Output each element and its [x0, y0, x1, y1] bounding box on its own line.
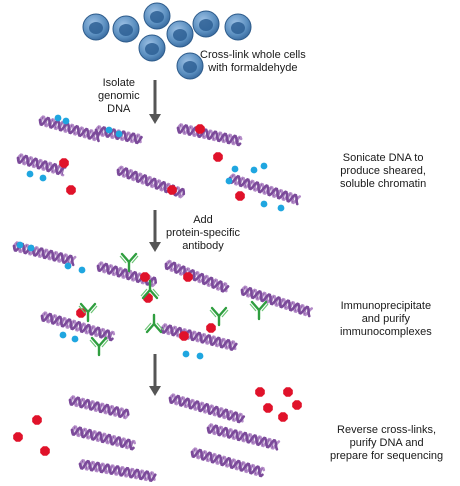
antibody-icon — [249, 300, 269, 321]
blue-protein-icon — [64, 262, 72, 270]
blue-protein-icon — [26, 170, 34, 178]
red-protein-icon — [140, 272, 150, 282]
blue-protein-icon — [182, 350, 190, 358]
blue-protein-icon — [115, 130, 123, 138]
dna-helix-icon — [12, 241, 77, 267]
dna-helix-icon — [68, 395, 130, 420]
blue-protein-icon — [59, 331, 67, 339]
blue-protein-icon — [225, 177, 233, 185]
dna-helix-icon — [168, 393, 246, 424]
dna-helix-icon — [38, 115, 102, 143]
dna-helix-icon — [190, 447, 266, 478]
antibody-icon — [119, 252, 139, 273]
blue-protein-icon — [16, 241, 24, 249]
red-protein-icon — [59, 158, 69, 168]
blue-protein-icon — [250, 166, 258, 174]
antibody-icon — [144, 313, 164, 334]
dna-helix-icon — [160, 323, 238, 351]
red-protein-icon — [235, 191, 245, 201]
red-protein-icon — [13, 432, 23, 442]
blue-protein-icon — [71, 335, 79, 343]
dna-helix-icon — [164, 259, 230, 293]
antibody-icon — [209, 306, 229, 327]
dna-helix-icon — [206, 423, 281, 451]
blue-protein-icon — [105, 126, 113, 134]
dna-helix-icon — [16, 153, 67, 177]
cell-icon — [112, 15, 140, 43]
down-arrow-icon — [149, 210, 161, 252]
blue-protein-icon — [260, 162, 268, 170]
cell-icon — [192, 10, 220, 38]
red-protein-icon — [213, 152, 223, 162]
dna-helix-icon — [228, 173, 302, 206]
antibody-icon — [140, 279, 160, 300]
blue-protein-icon — [39, 174, 47, 182]
dna-helix-icon — [240, 285, 314, 318]
blue-protein-icon — [62, 117, 70, 125]
blue-protein-icon — [277, 204, 285, 212]
red-protein-icon — [283, 387, 293, 397]
cell-icon — [166, 20, 194, 48]
antibody-icon — [89, 336, 109, 357]
blue-protein-icon — [54, 114, 62, 122]
blue-protein-icon — [27, 244, 35, 252]
cell-icon — [143, 2, 171, 30]
antibody-icon — [78, 302, 98, 323]
cell-icon — [138, 34, 166, 62]
cell-icon — [82, 13, 110, 41]
blue-protein-icon — [196, 352, 204, 360]
red-protein-icon — [66, 185, 76, 195]
red-protein-icon — [292, 400, 302, 410]
down-arrow-icon — [149, 80, 161, 124]
red-protein-icon — [255, 387, 265, 397]
red-protein-icon — [183, 272, 193, 282]
cell-icon — [224, 13, 252, 41]
dna-helix-icon — [70, 425, 136, 451]
red-protein-icon — [179, 331, 189, 341]
down-arrow-icon — [149, 354, 161, 396]
blue-protein-icon — [231, 165, 239, 173]
dna-fragments-group — [12, 115, 314, 483]
arrows-group — [149, 80, 161, 396]
antibodies-group — [78, 252, 269, 357]
red-protein-icon — [195, 124, 205, 134]
red-protein-icon — [278, 412, 288, 422]
dna-helix-icon — [40, 311, 116, 342]
blue-protein-icon — [78, 266, 86, 274]
cells-group — [82, 2, 252, 80]
dna-helix-icon — [78, 459, 157, 483]
dna-helix-icon — [116, 165, 186, 199]
blue-protein-icon — [260, 200, 268, 208]
red-protein-icon — [40, 446, 50, 456]
dna-helix-icon — [176, 123, 243, 147]
red-protein-icon — [263, 403, 273, 413]
red-protein-icon — [206, 323, 216, 333]
cell-icon — [176, 52, 204, 80]
red-protein-icon — [167, 185, 177, 195]
red-protein-icon — [32, 415, 42, 425]
